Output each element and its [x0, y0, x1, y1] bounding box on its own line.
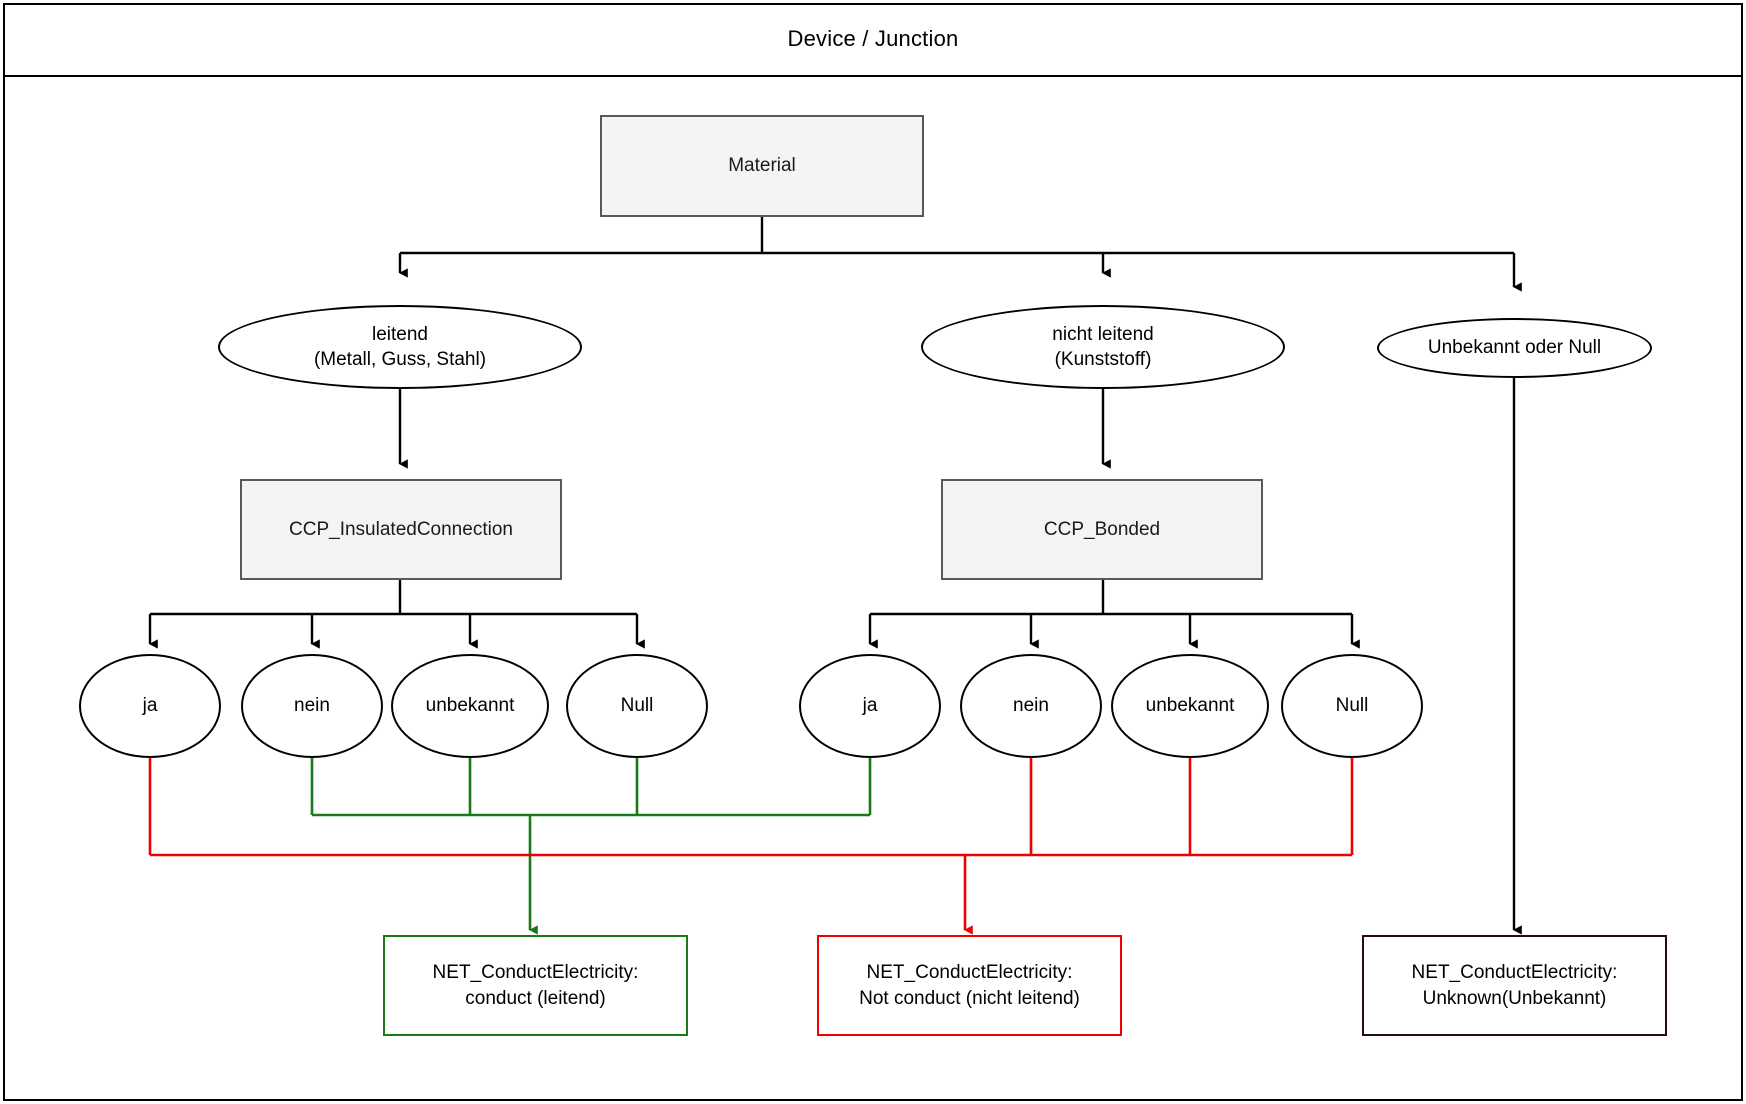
node-insulated-value-null-label: Null: [620, 695, 654, 717]
result-not-conduct-label: NET_ConductElectricity: Not conduct (nic…: [859, 960, 1080, 1010]
node-insulated-value-ja[interactable]: ja: [79, 654, 221, 758]
result-conduct[interactable]: NET_ConductElectricity: conduct (leitend…: [383, 935, 688, 1036]
result-not-conduct-line2: Not conduct (nicht leitend): [859, 987, 1080, 1009]
node-insulated-value-unbekannt-label: unbekannt: [425, 695, 515, 717]
node-unbekannt-oder-null[interactable]: Unbekannt oder Null: [1377, 318, 1652, 378]
result-conduct-line1: NET_ConductElectricity:: [432, 962, 639, 984]
node-nicht-leitend-label: nicht leitend (Kunststoff): [1052, 322, 1153, 372]
node-unbekannt-oder-null-label: Unbekannt oder Null: [1427, 337, 1602, 359]
page-title: Device / Junction: [787, 26, 959, 51]
node-leitend-line2: (Metall, Guss, Stahl): [313, 349, 487, 370]
result-not-conduct-line1: NET_ConductElectricity:: [866, 962, 1073, 984]
node-insulated-value-nein[interactable]: nein: [241, 654, 383, 758]
node-bonded-value-unbekannt-label: unbekannt: [1145, 695, 1235, 717]
node-ccp-insulated-connection-label: CCP_InsulatedConnection: [289, 518, 513, 540]
result-conduct-label: NET_ConductElectricity: conduct (leitend…: [433, 960, 639, 1010]
result-conduct-line2: conduct (leitend): [465, 987, 606, 1009]
node-bonded-value-ja[interactable]: ja: [799, 654, 941, 758]
node-bonded-value-ja-label: ja: [862, 695, 878, 717]
node-bonded-value-null[interactable]: Null: [1281, 654, 1423, 758]
node-bonded-value-null-label: Null: [1335, 695, 1369, 717]
node-material-label: Material: [728, 155, 796, 177]
node-nicht-leitend-line2: (Kunststoff): [1054, 349, 1152, 370]
node-insulated-value-ja-label: ja: [142, 695, 158, 717]
result-unknown-label: NET_ConductElectricity: Unknown(Unbekann…: [1412, 960, 1618, 1010]
node-leitend-line1: leitend: [371, 323, 428, 345]
node-insulated-value-unbekannt[interactable]: unbekannt: [391, 654, 549, 758]
node-leitend-label: leitend (Metall, Guss, Stahl): [314, 322, 486, 372]
node-bonded-value-nein[interactable]: nein: [960, 654, 1102, 758]
node-material[interactable]: Material: [600, 115, 924, 217]
result-not-conduct[interactable]: NET_ConductElectricity: Not conduct (nic…: [817, 935, 1122, 1036]
node-nicht-leitend-line1: nicht leitend: [1052, 323, 1154, 345]
node-ccp-insulated-connection[interactable]: CCP_InsulatedConnection: [240, 479, 562, 580]
diagram-title-bar: Device / Junction: [3, 3, 1743, 77]
node-insulated-value-null[interactable]: Null: [566, 654, 708, 758]
node-ccp-bonded[interactable]: CCP_Bonded: [941, 479, 1263, 580]
node-insulated-value-nein-label: nein: [294, 695, 330, 717]
node-nicht-leitend[interactable]: nicht leitend (Kunststoff): [921, 305, 1285, 389]
result-unknown-line2: Unknown(Unbekannt): [1422, 987, 1607, 1009]
diagram-outer-frame: [3, 3, 1743, 1101]
node-leitend[interactable]: leitend (Metall, Guss, Stahl): [218, 305, 582, 389]
result-unknown-line1: NET_ConductElectricity:: [1411, 962, 1618, 984]
node-bonded-value-unbekannt[interactable]: unbekannt: [1111, 654, 1269, 758]
node-ccp-bonded-label: CCP_Bonded: [1043, 518, 1161, 540]
result-unknown[interactable]: NET_ConductElectricity: Unknown(Unbekann…: [1362, 935, 1667, 1036]
node-bonded-value-nein-label: nein: [1013, 695, 1049, 717]
